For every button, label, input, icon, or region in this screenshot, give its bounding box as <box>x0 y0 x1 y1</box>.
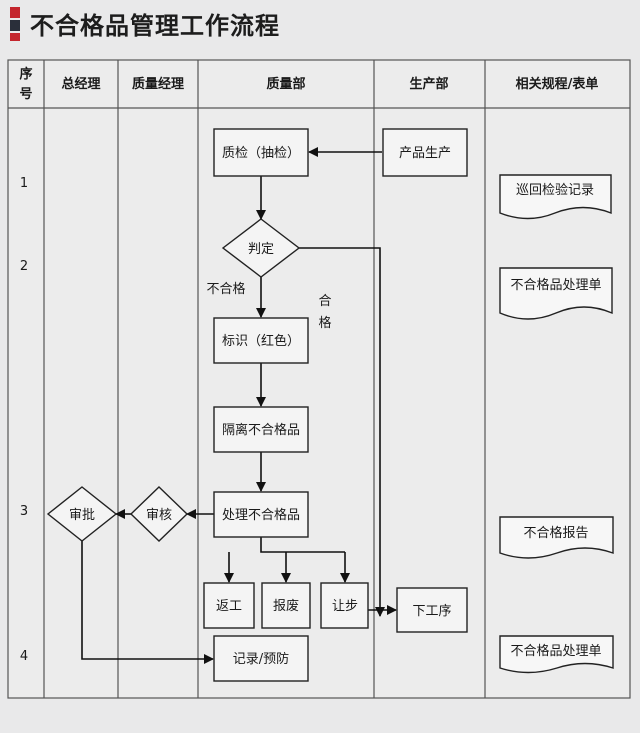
edge-approve-record <box>81 541 214 664</box>
node-inspect-box <box>213 128 309 177</box>
node-scrap-label: 报废 <box>273 598 299 614</box>
node-isolate-label: 隔离不合格品 <box>222 422 300 438</box>
title-mark-icon <box>10 33 20 41</box>
node-inspect-label: 质检（抽检） <box>222 146 300 161</box>
node-rework-box <box>203 582 255 629</box>
doc-patrol-label: 巡回检验记录 <box>516 182 594 198</box>
node-rework-label: 返工 <box>216 599 242 614</box>
node-record-box <box>213 635 309 682</box>
doc-ncr-form-2-shape <box>499 635 614 674</box>
node-approve-label: 审批 <box>69 508 95 523</box>
doc-ncr-report-shape <box>499 516 614 559</box>
row-number-4: 4 <box>20 649 28 664</box>
node-review-label: 审核 <box>146 508 172 523</box>
doc-ncr-report-label: 不合格报告 <box>523 525 588 541</box>
header-seq-bottom: 号 <box>19 87 32 102</box>
node-review-diamond <box>129 486 189 542</box>
node-mark-label: 标识（红色） <box>222 333 300 349</box>
connectors <box>81 147 397 664</box>
row-number-2: 2 <box>20 259 28 274</box>
node-next-box <box>396 587 468 633</box>
edge-label-pass-1: 合 <box>318 294 331 309</box>
node-approve-diamond <box>46 486 118 542</box>
title-bar: 不合格品管理工作流程 <box>0 0 640 50</box>
doc-ncr-form-2-label: 不合格品处理单 <box>510 643 601 659</box>
edge-label-fail: 不合格 <box>206 281 245 297</box>
node-produce-box <box>382 128 468 177</box>
node-isolate-box <box>213 406 309 453</box>
row-number-1: 1 <box>20 176 28 191</box>
edge-branch-bar <box>260 537 345 553</box>
header-seq-top: 序 <box>19 66 32 82</box>
column-dividers <box>43 60 486 698</box>
doc-patrol-shape <box>499 174 612 220</box>
node-next-label: 下工序 <box>412 604 451 619</box>
header-gm: 总经理 <box>61 76 100 92</box>
table-frame <box>7 59 631 699</box>
node-handle-box <box>213 491 309 538</box>
header-forms: 相关规程/表单 <box>516 76 599 92</box>
node-scrap-box <box>261 582 311 629</box>
doc-ncr-form-1-shape <box>499 267 613 320</box>
page-title: 不合格品管理工作流程 <box>30 12 280 40</box>
edge-label-pass-2: 格 <box>318 315 331 331</box>
node-judge-label: 判定 <box>248 242 274 257</box>
title-mark-icon <box>10 20 20 31</box>
header-pd: 生产部 <box>409 76 448 92</box>
row-number-3: 3 <box>20 504 28 519</box>
node-handle-label: 处理不合格品 <box>222 507 300 523</box>
node-concession-box <box>320 582 369 629</box>
node-judge-diamond <box>221 218 301 278</box>
node-produce-label: 产品生产 <box>399 146 451 161</box>
header-qd: 质量部 <box>266 76 305 92</box>
node-record-label: 记录/预防 <box>233 651 289 667</box>
edge-judge-pass <box>299 247 385 617</box>
title-mark-icon <box>10 7 20 18</box>
node-concession-label: 让步 <box>332 599 358 614</box>
doc-ncr-form-1-label: 不合格品处理单 <box>510 277 601 293</box>
header-qm: 质量经理 <box>132 76 184 92</box>
node-mark-box <box>213 317 309 364</box>
